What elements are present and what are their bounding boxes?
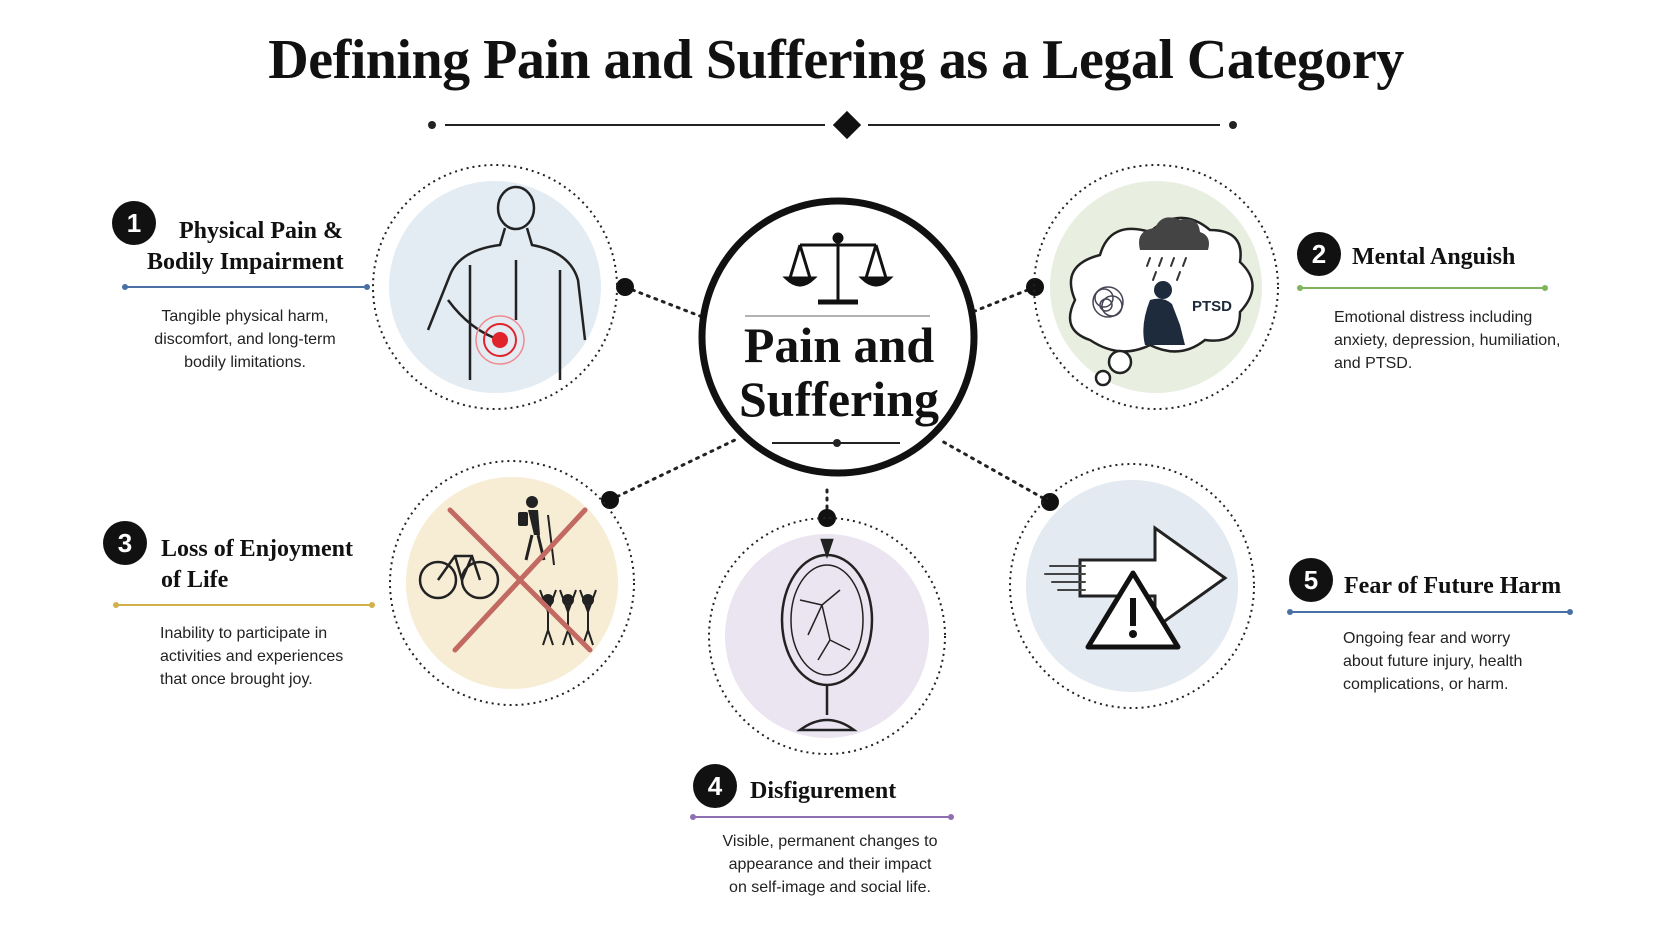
category-heading-line1: Fear of Future Harm <box>1344 573 1562 599</box>
category-heading-line2: of Life <box>161 567 229 593</box>
category-heading-line1: Mental Anguish <box>1352 244 1516 270</box>
category-number-badge: 2 <box>1297 232 1341 276</box>
center-title-line2: Suffering <box>739 371 939 427</box>
center-title-line1: Pain and <box>743 317 935 373</box>
title-divider <box>428 110 1237 140</box>
center-hub <box>698 197 978 477</box>
category-heading: Disfigurement <box>750 776 896 807</box>
category-description: Tangible physical harm, discomfort, and … <box>130 305 360 374</box>
description-line: Tangible physical harm, <box>161 308 329 325</box>
connector-dots <box>601 278 1059 527</box>
category-number-badge: 1 <box>112 201 156 245</box>
circle-physical-pain <box>372 164 618 410</box>
description-line: anxiety, depression, humiliation, <box>1334 332 1561 349</box>
category-underline <box>122 284 370 290</box>
category-heading: Physical Pain & Bodily Impairment <box>147 216 344 278</box>
category-underline <box>690 814 954 820</box>
category-heading: Fear of Future Harm <box>1344 571 1561 602</box>
circle-disfigurement <box>708 517 946 755</box>
circle-loss-of-enjoyment <box>389 460 635 706</box>
group-cheering-icon <box>539 589 597 646</box>
description-line: discomfort, and long-term <box>154 331 336 348</box>
description-line: and PTSD. <box>1334 355 1413 372</box>
description-line: about future injury, health <box>1343 653 1523 670</box>
description-line: Ongoing fear and worry <box>1343 630 1511 647</box>
description-line: on self-image and social life. <box>729 879 931 896</box>
category-description: Ongoing fear and worry about future inju… <box>1343 627 1583 696</box>
category-number-badge: 3 <box>103 521 147 565</box>
center-title: Pain and Suffering <box>710 318 968 426</box>
category-heading: Mental Anguish <box>1352 242 1515 273</box>
description-line: that once brought joy. <box>160 671 313 688</box>
description-line: complications, or harm. <box>1343 676 1509 693</box>
description-line: Inability to participate in <box>160 625 328 642</box>
back-pain-icon <box>426 185 587 380</box>
warning-arrow-icon <box>1085 570 1181 650</box>
description-line: activities and experiences <box>160 648 344 665</box>
bicycle-icon <box>418 554 500 600</box>
cross-out-icon <box>447 507 593 653</box>
category-description: Visible, permanent changes to appearance… <box>700 830 960 899</box>
category-underline <box>1287 609 1573 615</box>
sitting-person-icon <box>1143 281 1185 345</box>
description-line: Visible, permanent changes to <box>722 833 938 850</box>
category-heading-line2: Bodily Impairment <box>147 249 344 275</box>
speed-lines-icon <box>1044 565 1086 591</box>
arrow-icon <box>1078 525 1228 631</box>
description-line: Emotional distress including <box>1334 309 1533 326</box>
category-description: Emotional distress including anxiety, de… <box>1334 306 1594 375</box>
category-underline <box>113 602 375 608</box>
category-number-badge: 5 <box>1289 558 1333 602</box>
tangled-thoughts-icon <box>1092 286 1124 318</box>
category-heading-line1: Loss of Enjoyment <box>161 536 354 562</box>
category-number-badge: 4 <box>693 764 737 808</box>
ptsd-label: PTSD <box>1192 298 1233 315</box>
scales-of-justice-icon <box>782 232 894 305</box>
page-title: Defining Pain and Suffering as a Legal C… <box>268 29 1404 91</box>
category-heading-line1: Disfigurement <box>750 778 897 804</box>
category-underline <box>1297 285 1548 291</box>
category-description: Inability to participate in activities a… <box>160 622 380 691</box>
description-line: bodily limitations. <box>184 354 306 371</box>
category-heading-line1: Physical Pain & <box>179 218 344 244</box>
category-heading: Loss of Enjoyment of Life <box>161 534 353 596</box>
description-line: appearance and their impact <box>728 856 932 873</box>
rain-cloud-icon <box>1139 217 1209 281</box>
cracked-mirror-icon <box>780 538 874 732</box>
